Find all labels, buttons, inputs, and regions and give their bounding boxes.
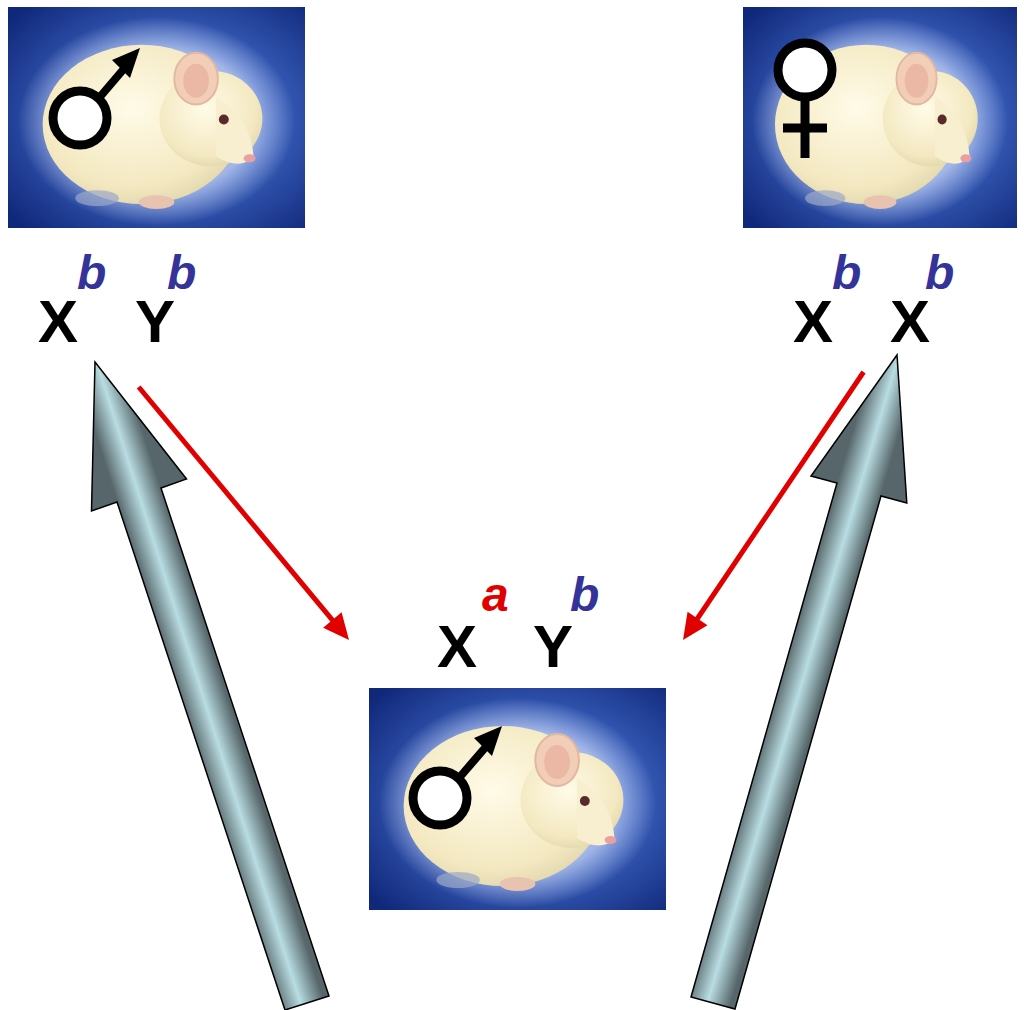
arrowhead [323,612,349,640]
allele-superscript: a [482,571,509,619]
allele-superscript: b [925,249,954,297]
male-symbol [53,48,140,145]
chromosome-letter: Y [533,617,573,677]
allele-superscript: b [77,249,106,297]
chromosome-letter: X [890,292,930,352]
arrowhead [683,612,707,640]
inheritance-connector [139,387,349,640]
connector-line [695,372,863,622]
allele-superscript: b [167,249,196,297]
inheritance-arrow [92,362,330,1010]
genotype-rat: XbXb [743,7,1017,357]
female-symbol [778,43,832,158]
chromosome-letter: Y [135,292,175,352]
inheritance-arrow [691,355,907,1009]
allele-superscript: b [832,249,861,297]
inheritance-connector [683,372,864,640]
chromosome-letter: X [437,617,477,677]
allele-superscript: b [570,571,599,619]
genotype-rat: XaYb [369,570,666,910]
rat-picture [369,688,666,910]
connector-line [139,387,335,623]
genotype-rat: XbYb [8,7,305,357]
chromosome-letter: X [38,292,78,352]
rat-picture [8,7,305,228]
rat-picture [743,7,1017,228]
male-symbol [413,726,502,825]
chromosome-letter: X [793,292,833,352]
